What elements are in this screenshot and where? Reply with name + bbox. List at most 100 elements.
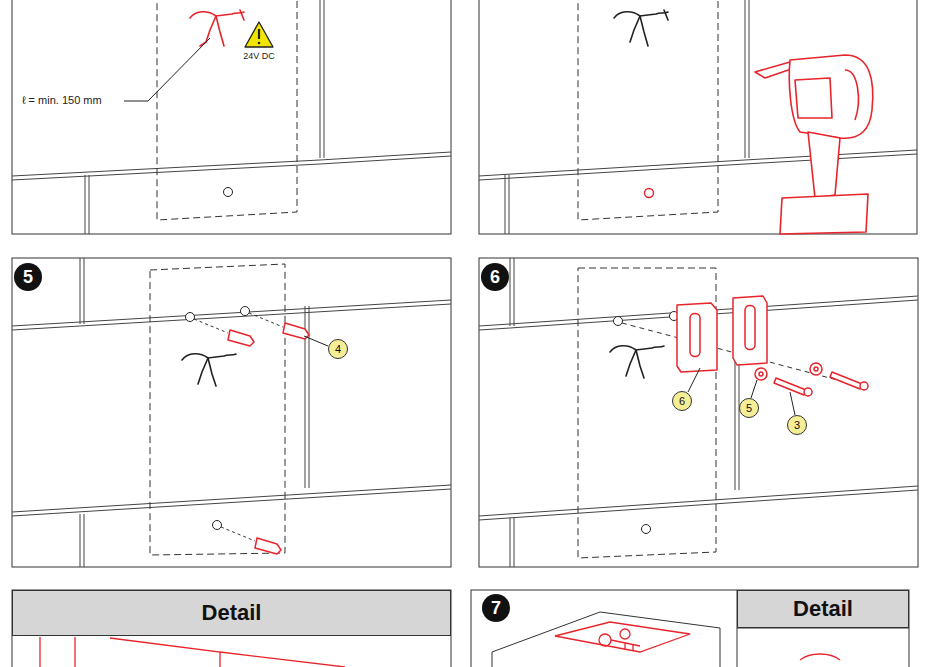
illustration-path <box>89 175 90 234</box>
illustration-path <box>745 0 746 158</box>
illustration-g <box>677 296 868 396</box>
illustration-path <box>677 303 717 372</box>
illustration-g <box>610 346 664 378</box>
illustration-circle <box>642 525 651 534</box>
illustration-path <box>479 486 918 516</box>
illustration-path <box>555 622 690 652</box>
illustration-path <box>479 490 918 520</box>
detail-title: Detail <box>793 598 853 620</box>
callout-number-text: 5 <box>746 403 752 414</box>
dimension-label: ℓ = min. 150 mm <box>22 94 102 106</box>
callout-number: 4 <box>328 339 348 359</box>
illustration-path <box>12 300 451 326</box>
detail-header: Detail <box>737 590 909 628</box>
illustration-g <box>12 0 918 667</box>
illustration-g <box>40 637 345 667</box>
illustration-g <box>479 0 917 234</box>
illustration-path <box>514 518 515 567</box>
illustration-rect <box>12 590 451 667</box>
illustration-path <box>221 527 255 541</box>
illustration-polygon <box>150 264 285 555</box>
illustration-g <box>190 10 244 46</box>
illustration-polygon <box>245 22 273 47</box>
illustration-path <box>304 336 328 346</box>
illustration-circle <box>224 188 233 197</box>
step-number: 7 <box>482 594 510 622</box>
callout-number-text: 4 <box>335 344 341 355</box>
illustration-path <box>749 0 750 158</box>
illustration-path <box>808 132 840 198</box>
illustration-path <box>216 16 224 46</box>
illustration-path <box>690 314 700 357</box>
illustration-circle <box>755 368 767 380</box>
illustration-rect <box>479 0 917 234</box>
illustration-path <box>845 70 858 120</box>
illustration-circle <box>614 317 623 326</box>
illustration-polygon <box>578 0 718 220</box>
illustration-path <box>795 78 832 118</box>
illustration-path <box>110 638 220 667</box>
illustration-path <box>84 258 85 324</box>
illustration-path <box>510 258 511 326</box>
illustration-circle <box>759 372 763 376</box>
illustration-circle <box>645 189 654 198</box>
callout-number-text: 3 <box>794 420 800 431</box>
callout-number: 3 <box>787 415 807 435</box>
detail-header: Detail <box>12 590 451 636</box>
illustration-path <box>789 55 872 138</box>
callout-number-text: 6 <box>679 396 685 407</box>
illustration-g <box>492 612 720 667</box>
illustration-rect <box>471 590 909 667</box>
illustration-path <box>198 358 208 384</box>
detail-title: Detail <box>202 602 262 624</box>
illustration-path <box>611 640 640 651</box>
illustration-path <box>514 258 515 326</box>
illustration-path <box>733 296 767 365</box>
voltage-label: 24V DC <box>243 51 275 61</box>
illustration-g <box>479 258 918 567</box>
illustration-circle <box>213 521 222 530</box>
illustration-path <box>505 175 506 234</box>
illustration-g <box>182 354 236 386</box>
illustration-path <box>640 16 648 46</box>
illustration-g <box>228 323 309 554</box>
illustration-polygon <box>578 268 716 558</box>
illustration-path <box>320 0 321 158</box>
step-number-text: 5 <box>23 268 33 286</box>
illustration-path <box>220 652 345 667</box>
illustration-path <box>194 319 228 333</box>
illustration-circle <box>860 382 868 390</box>
illustration-path <box>688 368 700 392</box>
illustration-path <box>85 175 86 234</box>
illustration-path <box>255 538 281 554</box>
step-number: 6 <box>481 263 509 291</box>
illustration-circle <box>258 42 261 45</box>
illustration-circle <box>599 634 611 646</box>
illustration-circle <box>814 367 818 371</box>
illustration-path <box>636 350 644 378</box>
illustration-path <box>479 154 917 180</box>
illustration-path <box>249 313 283 327</box>
illustration-path <box>206 16 216 42</box>
illustration-path <box>324 0 325 158</box>
illustration-path <box>509 175 510 234</box>
illustration-path <box>479 150 917 176</box>
illustration-path <box>12 152 451 176</box>
illustration-path <box>80 514 81 567</box>
illustration-g <box>755 55 873 234</box>
illustration-g <box>194 313 283 541</box>
illustration-g <box>614 312 679 534</box>
callout-number: 6 <box>672 391 692 411</box>
illustration-circle <box>186 313 195 322</box>
illustration-path <box>74 637 75 667</box>
illustration-path <box>39 637 40 667</box>
step-number-text: 7 <box>491 599 501 617</box>
illustration-circle <box>241 307 250 316</box>
step-number-text: 6 <box>490 268 500 286</box>
illustration-g <box>12 0 451 234</box>
illustration-path <box>492 652 493 667</box>
illustration-path <box>124 38 210 101</box>
illustration-circle <box>804 388 812 396</box>
illustration-rect <box>12 258 451 567</box>
